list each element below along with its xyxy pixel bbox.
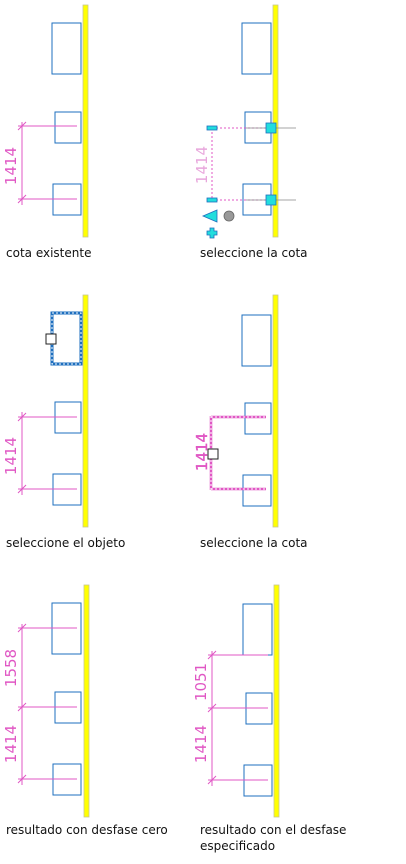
grip-point-top[interactable]: [265, 122, 277, 134]
caption-result-offset-line2: especificado: [200, 839, 276, 853]
panel-select-dim-1: 1414: [193, 4, 296, 239]
object-middle[interactable]: [54, 111, 82, 144]
wall: [82, 4, 89, 238]
wall: [273, 584, 280, 818]
caption-result-offset: resultado con el desfase especificado: [200, 822, 346, 854]
dimension-line[interactable]: [17, 412, 77, 495]
dimension-chain[interactable]: [17, 623, 77, 785]
dimension-text: 1414: [193, 433, 211, 471]
selected-dimension-line[interactable]: [211, 127, 268, 201]
caption-select-dim-2: seleccione la cota: [200, 536, 308, 550]
grip-dimension-bottom[interactable]: [206, 197, 218, 203]
dimension-text-upper: 1558: [2, 649, 20, 687]
dimension-text: 1414: [2, 437, 20, 475]
panel-existing: 1414: [2, 4, 89, 238]
dimension-text: 1414: [2, 147, 20, 185]
caption-select-dim-1: seleccione la cota: [200, 246, 308, 260]
grip-dimension-top[interactable]: [206, 125, 218, 131]
object-top[interactable]: [242, 603, 273, 656]
object-bottom[interactable]: [242, 474, 272, 507]
pick-box: [207, 448, 219, 460]
grip-point-bottom[interactable]: [265, 194, 277, 206]
caption-result-offset-line1: resultado con el desfase: [200, 823, 347, 837]
dimension-text-lower: 1414: [192, 725, 210, 763]
object-top[interactable]: [241, 314, 272, 367]
selected-dimension-line[interactable]: [209, 415, 266, 491]
caption-result-zero: resultado con desfase cero: [6, 823, 168, 837]
dimension-line[interactable]: [17, 121, 77, 205]
object-top[interactable]: [51, 22, 82, 75]
wall: [83, 584, 90, 818]
wall: [272, 294, 279, 528]
grip-plus-icon[interactable]: [206, 227, 218, 239]
wall: [272, 4, 279, 238]
panel-select-object: 1414: [2, 294, 89, 528]
dimension-text-lower: 1414: [2, 725, 20, 763]
caption-select-object: seleccione el objeto: [6, 536, 126, 550]
panel-result-offset: 1051 1414: [192, 584, 280, 818]
dimension-chain[interactable]: [207, 650, 268, 786]
object-middle[interactable]: [244, 402, 272, 435]
selection-dash: [210, 416, 266, 490]
grip-circle-icon[interactable]: [223, 210, 235, 222]
pick-box: [45, 333, 57, 345]
panel-select-dim-2: 1414: [193, 294, 279, 528]
grip-triangle-icon[interactable]: [201, 209, 218, 223]
dimension-text: 1414: [193, 146, 211, 184]
dimension-text-upper: 1051: [192, 663, 210, 701]
wall: [82, 294, 89, 528]
panel-result-zero: 1558 1414: [2, 584, 90, 818]
caption-existing: cota existente: [6, 246, 92, 260]
object-top[interactable]: [241, 22, 272, 75]
